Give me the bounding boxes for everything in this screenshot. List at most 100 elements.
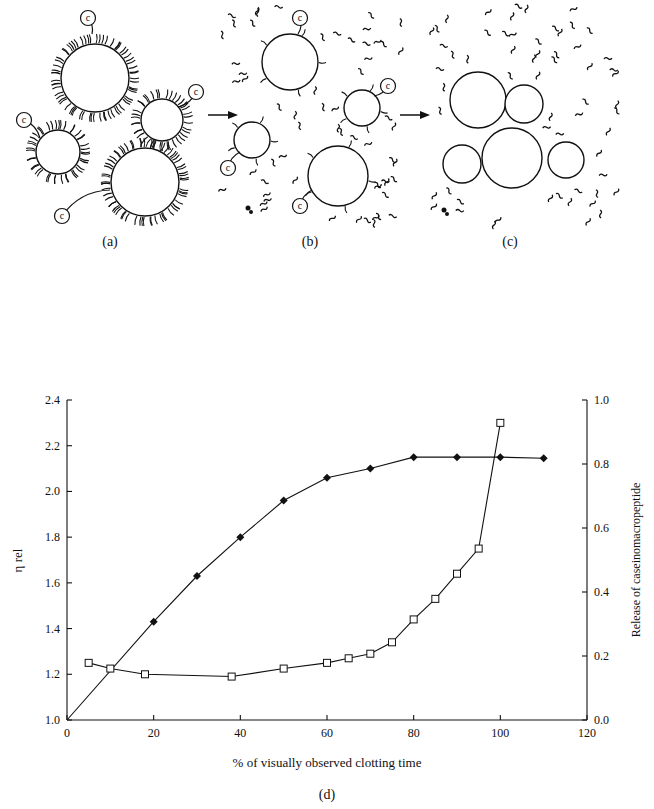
kappa-casein-hair: [119, 104, 125, 111]
square-marker: [497, 419, 504, 426]
kappa-casein-hair: [91, 113, 92, 122]
released-peptide: [558, 29, 562, 36]
tick: [500, 715, 501, 720]
diamond-marker: [280, 497, 288, 505]
casein-micelle: [262, 34, 318, 90]
casein-micelle: [36, 130, 80, 174]
kappa-casein-hair: [182, 129, 190, 133]
released-peptide: [279, 155, 286, 158]
y2-tick-label: 0.0: [594, 714, 609, 726]
released-peptide: [329, 216, 335, 221]
kappa-casein-hair: [228, 148, 234, 151]
released-peptide: [432, 192, 436, 199]
released-peptide: [551, 57, 557, 63]
released-peptide: [368, 13, 374, 18]
released-peptide: [552, 26, 559, 31]
process-arrow: [208, 114, 230, 116]
kappa-casein-hair: [81, 151, 90, 153]
kappa-casein-hair: [77, 134, 84, 139]
kappa-casein-hair: [64, 121, 66, 130]
released-peptide: [600, 210, 602, 218]
kappa-casein-hair: [160, 214, 164, 222]
released-peptide: [614, 108, 619, 114]
process-arrowhead: [420, 111, 430, 119]
kappa-casein-hair: [105, 163, 113, 167]
kappa-casein-hair: [130, 71, 139, 73]
chymosin-enzyme: [221, 161, 236, 176]
released-peptide: [613, 71, 619, 77]
kappa-casein-hair: [63, 48, 70, 54]
kappa-casein-hair: [143, 95, 149, 102]
tick: [67, 674, 72, 675]
kappa-casein-hair: [60, 120, 61, 129]
kappa-casein-hair: [54, 175, 55, 184]
kappa-casein-hair: [118, 147, 123, 154]
chymosin-enzyme: [81, 11, 96, 26]
kappa-casein-hair: [89, 34, 90, 43]
released-peptide: [451, 51, 454, 58]
diamond-marker: [410, 453, 418, 461]
tick: [582, 655, 587, 656]
kappa-casein-hair: [151, 217, 153, 226]
kappa-casein-hair: [93, 113, 95, 122]
y-tick-label: 1.0: [45, 714, 60, 726]
kappa-casein-hair: [61, 175, 63, 184]
y2-tick-label: 0.2: [594, 650, 609, 662]
kappa-casein-hair: [156, 90, 158, 99]
kappa-casein-hair: [184, 122, 193, 123]
kappa-casein-hair: [131, 140, 134, 149]
released-peptide: [525, 5, 528, 13]
kappa-casein-hair: [70, 125, 75, 133]
kappa-casein-hair: [150, 139, 152, 148]
kappa-casein-hair: [172, 155, 179, 161]
x-tick-label: 60: [321, 727, 333, 739]
kappa-casein-hair: [84, 35, 86, 44]
enzyme-symbol: c: [298, 201, 302, 211]
released-peptide: [515, 4, 522, 8]
released-peptide: [568, 198, 571, 206]
kappa-casein-hair: [30, 137, 38, 141]
released-peptide: [495, 217, 501, 223]
kappa-casein-hair: [76, 167, 83, 173]
kappa-casein-hair: [178, 166, 186, 169]
released-peptide: [467, 55, 469, 63]
released-peptide: [219, 188, 226, 191]
kappa-casein-hair: [115, 42, 120, 49]
released-peptide: [375, 182, 381, 187]
kappa-casein-hair: [159, 142, 161, 151]
kappa-casein-hair: [51, 73, 60, 74]
enzyme-symbol: c: [60, 211, 64, 221]
released-peptide: [582, 99, 588, 104]
released-peptide: [532, 55, 535, 63]
release-curve: [67, 457, 544, 720]
kappa-casein-hair: [99, 34, 100, 43]
kappa-casein-hair: [130, 72, 139, 74]
kappa-casein-hair: [80, 37, 83, 45]
diamond-marker: [236, 533, 244, 541]
released-peptide: [260, 202, 267, 206]
x-tick-label: 40: [234, 727, 246, 739]
kappa-casein-hair: [143, 138, 145, 147]
tick: [67, 582, 72, 583]
released-peptide: [363, 42, 371, 45]
y-tick-label: 1.2: [45, 668, 60, 680]
kappa-casein-hair: [101, 176, 110, 177]
free-enzyme: [249, 210, 253, 214]
kappa-casein-hair: [52, 83, 61, 85]
released-peptide: [399, 48, 403, 55]
casein-micelle: [61, 44, 129, 112]
kappa-casein-hair: [52, 87, 61, 89]
released-peptide: [314, 86, 316, 94]
kappa-casein-hair: [179, 189, 188, 191]
kappa-casein-hair: [53, 65, 62, 68]
kappa-casein-hair: [51, 80, 60, 81]
tick: [582, 463, 587, 464]
kappa-casein-hair: [77, 135, 85, 140]
kappa-casein-hair: [151, 91, 154, 99]
right-axis: [586, 400, 587, 720]
x-tick-label: 80: [408, 727, 420, 739]
tick: [582, 591, 587, 592]
released-peptide: [380, 41, 386, 46]
kappa-casein-hair: [261, 79, 267, 83]
released-peptide: [586, 218, 590, 225]
